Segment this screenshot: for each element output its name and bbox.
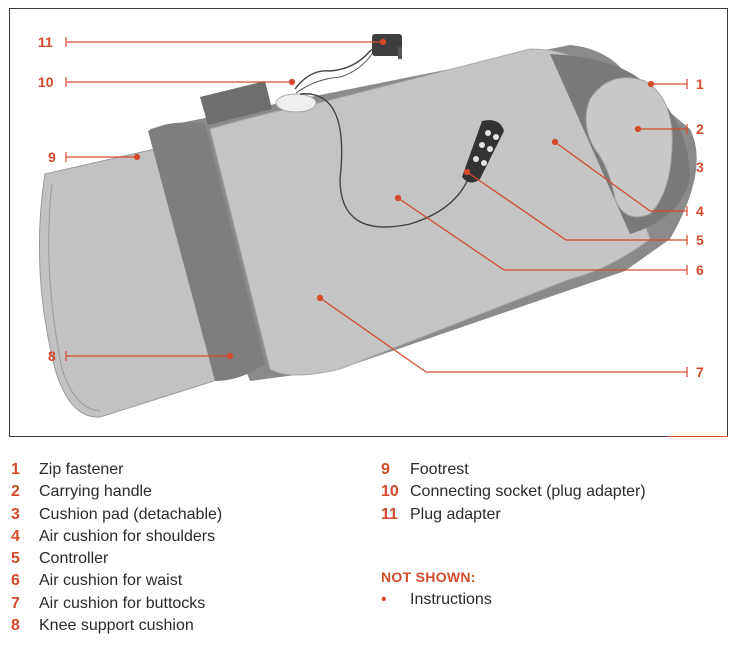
socket-cover — [275, 93, 317, 113]
carrying-handle — [200, 81, 272, 125]
bullet-icon: • — [381, 591, 387, 608]
callout-2: 2 — [696, 121, 704, 137]
callout-9: 9 — [48, 149, 56, 165]
knee-support-cushion — [148, 122, 265, 381]
massage-mat-illustration — [38, 34, 697, 418]
plug-adapter — [372, 34, 402, 56]
callout-10: 10 — [38, 74, 54, 90]
not-shown-heading: NOT SHOWN: — [381, 569, 476, 585]
cushion-pad — [585, 77, 673, 218]
callout-7: 7 — [696, 364, 704, 380]
callout-5: 5 — [696, 232, 704, 248]
accent-rule — [667, 436, 728, 437]
product-figure: 1 2 3 4 5 6 7 8 9 10 11 — [9, 8, 728, 437]
callout-1: 1 — [696, 76, 704, 92]
callout-6: 6 — [696, 262, 704, 278]
callout-8: 8 — [48, 348, 56, 364]
callout-11: 11 — [38, 34, 53, 50]
footrest — [38, 148, 221, 418]
callout-4: 4 — [696, 203, 704, 219]
plug-cable — [294, 45, 383, 90]
callout-3: 3 — [696, 159, 704, 175]
controller-cable — [299, 93, 473, 228]
not-shown-item: •Instructions — [381, 591, 492, 608]
